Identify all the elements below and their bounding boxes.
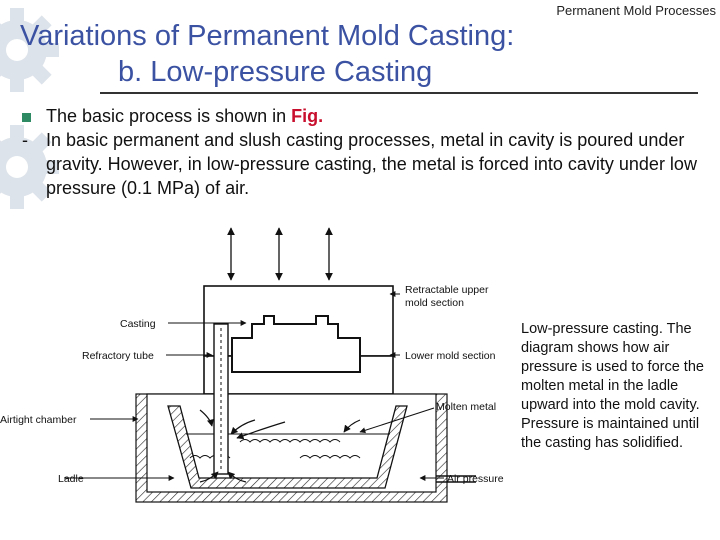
caption-line: pressure is used to force the [521, 359, 704, 375]
low-pressure-casting-diagram: Casting Refractory tube Airtight chamber… [0, 227, 504, 503]
label-ladle: Ladle [58, 473, 84, 485]
flow-arrows [199, 409, 361, 483]
casting-cavity [231, 315, 361, 373]
label-casting: Casting [120, 318, 156, 330]
label-upper-mold-2: mold section [405, 297, 464, 309]
bullet-item: - In basic permanent and slush casting p… [22, 128, 712, 200]
bullet-text: The basic process is shown in [46, 106, 292, 126]
bullet-list: The basic process is shown in Fig. - In … [22, 104, 712, 200]
label-molten-metal: Molten metal [436, 401, 496, 413]
leader-lines [64, 291, 444, 481]
bullet-item: The basic process is shown in Fig. [22, 104, 712, 128]
gear-decoration-icon [0, 8, 59, 209]
label-airtight-chamber: Airtight chamber [0, 414, 77, 426]
caption-line: Pressure is maintained until [521, 416, 700, 432]
figure-caption: Low-pressure casting. The diagram shows … [521, 320, 720, 453]
square-bullet-icon [22, 104, 31, 128]
vertical-arrows [227, 227, 333, 281]
ladle [167, 405, 408, 489]
title-underline [100, 92, 698, 94]
label-refractory-tube: Refractory tube [82, 350, 154, 362]
label-lower-mold: Lower mold section [405, 350, 496, 362]
dash-marker: - [22, 130, 28, 150]
caption-line: diagram shows how air [521, 340, 670, 356]
title-line-2: b. Low-pressure Casting [118, 56, 433, 88]
caption-line: molten metal in the ladle [521, 378, 679, 394]
bullet-text: In basic permanent and slush casting pro… [46, 130, 697, 198]
label-upper-mold-1: Retractable upper [405, 284, 489, 296]
refractory-tube [213, 323, 229, 475]
label-air-pressure: Air pressure [447, 473, 504, 485]
caption-line: upward into the mold cavity. [521, 397, 700, 413]
slide-title: Variations of Permanent Mold Casting: b.… [20, 18, 700, 90]
caption-line: the casting has solidified. [521, 435, 684, 451]
title-line-1: Variations of Permanent Mold Casting: [20, 20, 515, 52]
section-header: Permanent Mold Processes [556, 3, 716, 18]
caption-line: Low-pressure casting. The [521, 321, 692, 337]
figure-reference: Fig. [291, 106, 324, 126]
